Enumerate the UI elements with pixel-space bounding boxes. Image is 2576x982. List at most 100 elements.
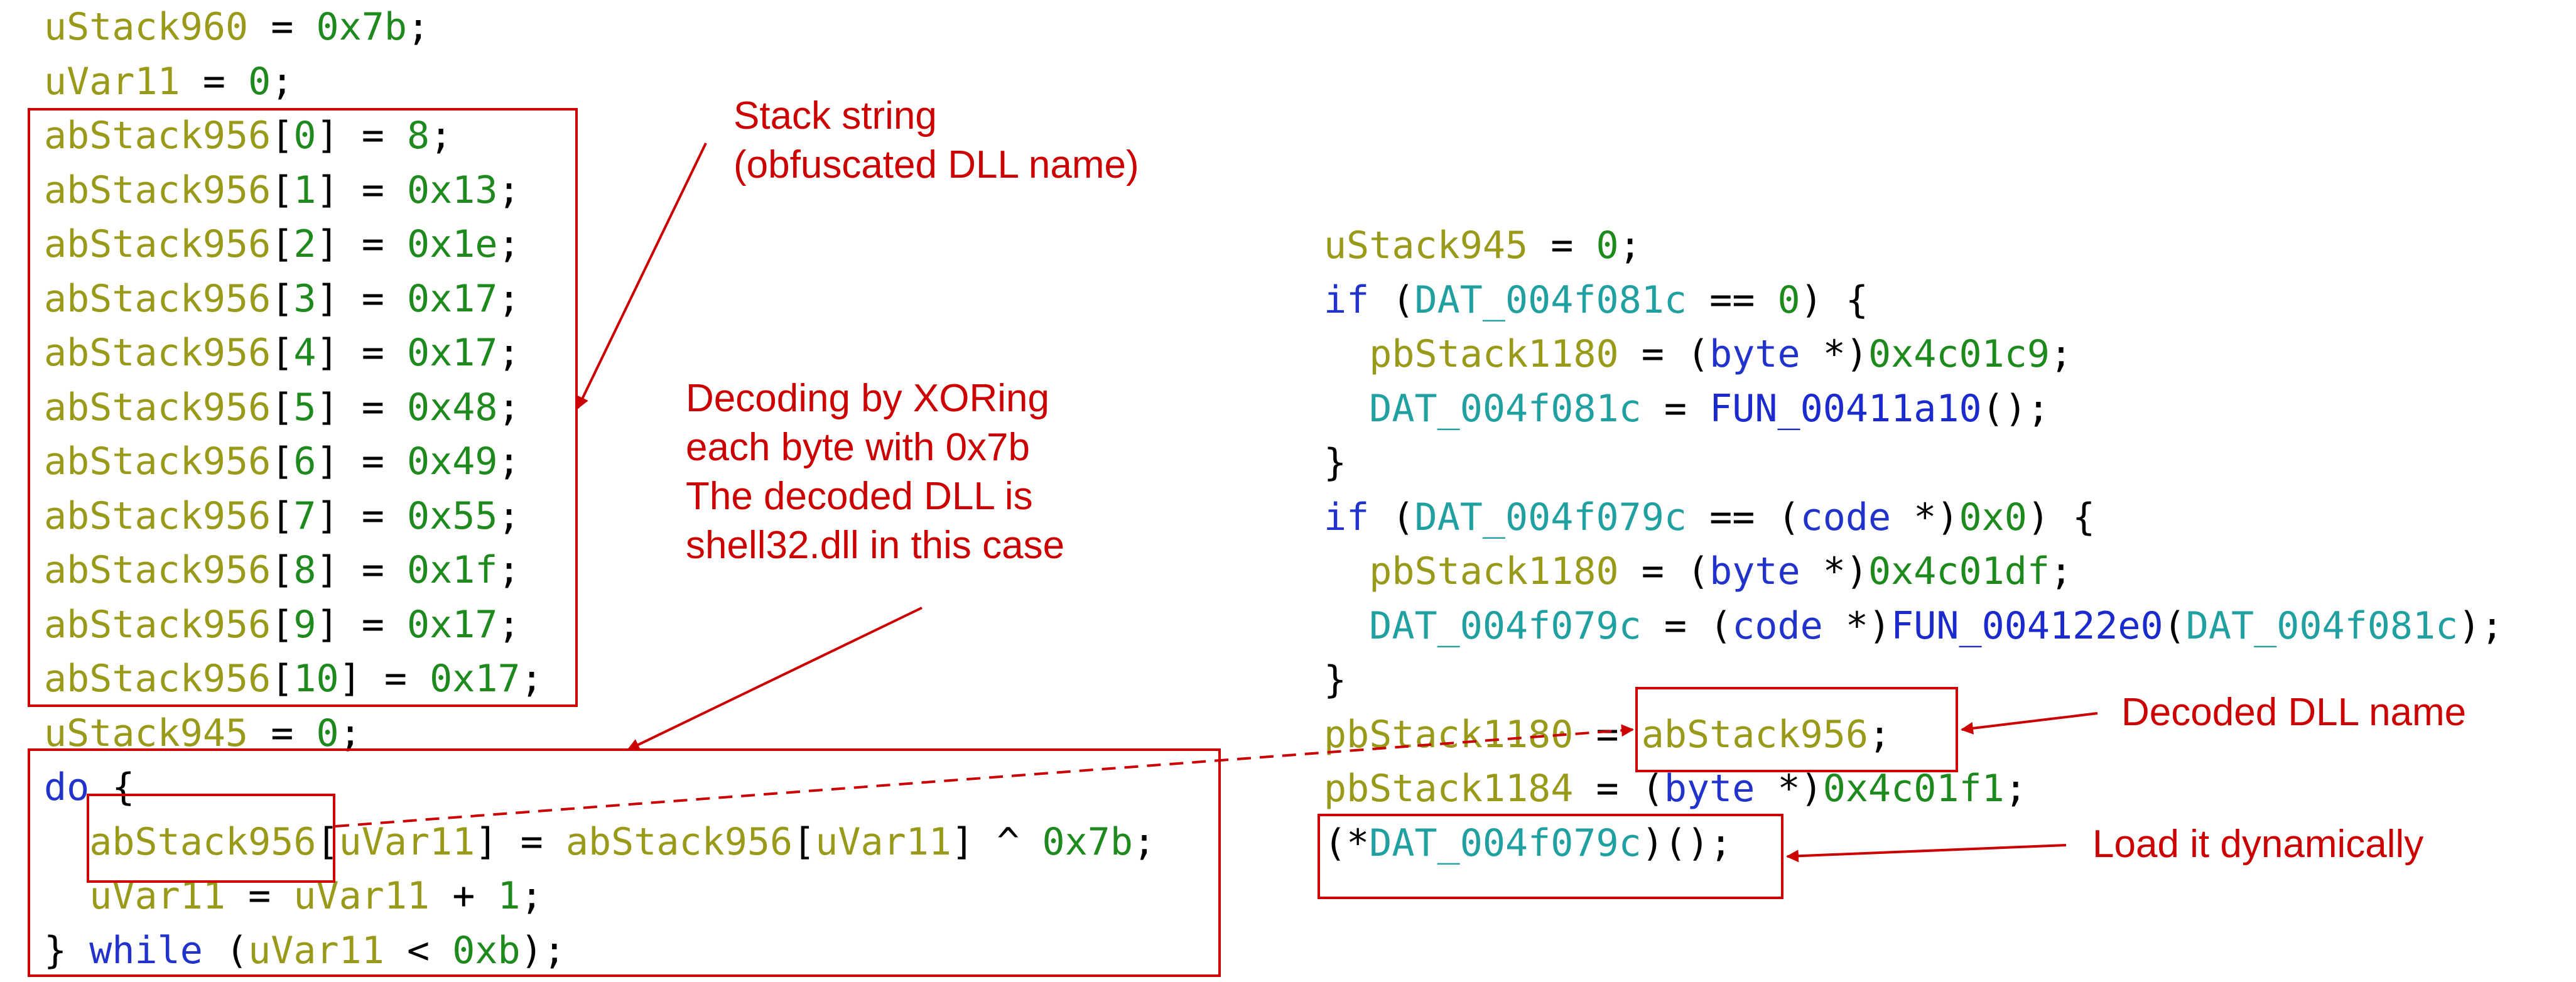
code-token: { [89, 765, 135, 809]
code-token: uStack945 [44, 711, 249, 755]
code-token: } [1324, 441, 1347, 485]
code-token: ; [520, 874, 543, 918]
code-token: *) [1800, 332, 1868, 376]
code-token: ; [520, 657, 543, 701]
left-code-line: uVar11 = 0; [44, 55, 1155, 109]
code-token: ] = [316, 276, 407, 321]
code-token: ; [1132, 819, 1156, 864]
code-token: DAT_004f081c [1414, 278, 1687, 322]
code-token: ] = [316, 222, 407, 266]
code-token: abStack956 [565, 819, 793, 864]
code-token: DAT_004f079c [1369, 603, 1642, 648]
code-token: = [248, 711, 317, 755]
code-token: if [1324, 278, 1370, 322]
code-token: uVar11 [338, 819, 475, 864]
code-token: 0x17 [406, 602, 498, 647]
right-code-line: (*DAT_004f079c)(); [1324, 816, 2503, 871]
code-token: abStack956 [44, 114, 271, 158]
code-token: 0x7b [1042, 819, 1133, 864]
code-token: DAT_004f081c [2185, 603, 2459, 648]
code-token: pbStack1180 [1369, 332, 1619, 376]
code-token: 5 [293, 385, 317, 429]
stack-string-note: Stack string (obfuscated DLL name) [733, 92, 1139, 190]
code-token: ; [2049, 332, 2073, 376]
decoding-line-3: The decoded DLL is [686, 475, 1033, 518]
code-token: 0 [1596, 224, 1619, 267]
load-dynamically-arrow [1786, 844, 2067, 863]
code-token: ; [271, 59, 294, 104]
right-code-line: DAT_004f079c = (code *)FUN_004122e0(DAT_… [1324, 599, 2503, 654]
right-code-line: DAT_004f081c = FUN_00411a10(); [1324, 382, 2503, 436]
code-token: ( [1369, 495, 1415, 539]
left-code-line: abStack956[uVar11] = abStack956[uVar11] … [44, 815, 1155, 870]
decode-loop-box [28, 748, 1221, 977]
code-token: abStack956 [44, 548, 271, 592]
left-code-line: abStack956[9] = 0x17; [44, 598, 1155, 652]
code-token: = ( [1618, 332, 1710, 376]
code-token: 4 [293, 331, 317, 375]
code-token: } [44, 928, 90, 973]
code-token: byte [1664, 767, 1755, 811]
code-token: 1 [497, 874, 521, 918]
code-token: 0x4c01f1 [1822, 767, 2005, 811]
code-token: abStack956 [44, 331, 271, 375]
code-token: ; [2049, 549, 2073, 593]
code-token: abStack956 [44, 440, 271, 483]
code-token: [ [271, 276, 294, 321]
code-token: abStack956 [89, 819, 317, 864]
code-token: ; [1618, 224, 1642, 267]
code-token: ; [497, 331, 521, 375]
code-token: abStack956 [44, 222, 271, 266]
left-code-line: abStack956[4] = 0x17; [44, 326, 1155, 380]
code-token: ; [497, 385, 521, 429]
code-token: = [1641, 386, 1710, 431]
right-code-listing: uStack945 = 0;if (DAT_004f081c == 0) { p… [1324, 219, 2503, 870]
right-code-line: } [1324, 653, 2503, 708]
left-code-line: abStack956[5] = 0x48; [44, 380, 1155, 435]
left-code-line: abStack956[0] = 8; [44, 109, 1155, 163]
code-token: ] = [316, 331, 407, 375]
decoded-dll-name-box [1635, 687, 1958, 772]
code-token: == ( [1686, 495, 1800, 539]
code-token: uStack945 [1324, 224, 1529, 267]
code-token: 2 [293, 222, 317, 266]
code-token: 0x4c01c9 [1868, 332, 2050, 376]
decoding-note: Decoding by XORing each byte with 0x7b T… [686, 374, 1064, 570]
code-token: } [1324, 658, 1347, 702]
code-token: ; [497, 602, 521, 647]
code-token: = [1528, 224, 1596, 267]
code-token: ; [497, 168, 521, 212]
code-token: = [248, 5, 317, 49]
code-token: ] = [316, 114, 407, 158]
code-token: = ( [1618, 549, 1710, 593]
left-code-line: abStack956[10] = 0x17; [44, 652, 1155, 706]
code-token: FUN_004122e0 [1891, 603, 2163, 648]
code-token: 0x17 [406, 331, 498, 375]
code-token: ; [497, 222, 521, 266]
code-token: do [44, 765, 90, 809]
decoding-line-4: shell32.dll in this case [686, 524, 1065, 567]
code-token: 0x55 [406, 494, 498, 538]
code-token: = ( [1573, 767, 1664, 811]
code-token: ) { [2027, 495, 2096, 539]
code-token: ] = [338, 657, 430, 701]
code-token: [ [271, 385, 294, 429]
left-code-line: do { [44, 760, 1155, 815]
code-token: ( [202, 928, 249, 973]
stack-string-box [28, 108, 578, 707]
code-token: *) [1822, 603, 1891, 648]
code-token: ; [497, 494, 521, 538]
code-token: uVar11 [248, 928, 384, 973]
left-code-line: abStack956[8] = 0x1f; [44, 543, 1155, 598]
code-token: ; [430, 114, 453, 158]
code-token: code [1732, 603, 1823, 648]
code-token: *) [1755, 767, 1823, 811]
code-token: *) [1891, 495, 1959, 539]
left-code-line: abStack956[1] = 0x13; [44, 163, 1155, 218]
code-token: abStack956 [44, 276, 271, 321]
right-code-line: if (DAT_004f079c == (code *)0x0) { [1324, 490, 2503, 545]
code-token: 0 [1777, 278, 1800, 322]
code-token: byte [1709, 332, 1800, 376]
code-token: < [384, 928, 453, 973]
code-token: uVar11 [815, 819, 951, 864]
